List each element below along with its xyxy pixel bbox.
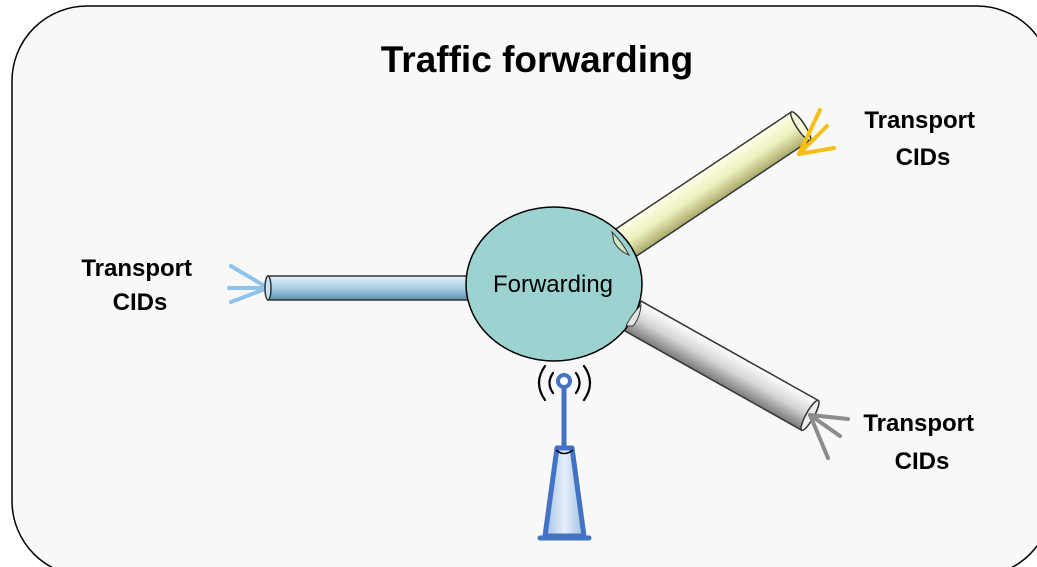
- left-label-line1: Transport: [81, 255, 192, 282]
- left-pipe: [264, 275, 472, 301]
- wireless-signal-icon: [537, 364, 592, 402]
- upper-right-fibers: [797, 108, 836, 156]
- base-station-tower-icon: [537, 373, 592, 541]
- upper-right-label-line1: Transport: [864, 107, 975, 134]
- forwarding-hub: [465, 206, 643, 362]
- upper-right-label-line2: CIDs: [896, 144, 951, 171]
- lower-right-label-line1: Transport: [863, 410, 974, 437]
- lower-right-label: Transport CIDs: [863, 410, 980, 475]
- hub-label: Forwarding: [493, 271, 613, 298]
- upper-pipe-mouth: [611, 230, 631, 256]
- left-fibers: [227, 264, 270, 304]
- left-label: Transport CIDs: [81, 255, 198, 316]
- lower-right-fibers: [808, 413, 850, 460]
- left-label-line2: CIDs: [113, 289, 168, 316]
- lower-pipe-mouth: [625, 303, 642, 327]
- diagram-title: Traffic forwarding: [381, 39, 693, 80]
- upper-right-label: Transport CIDs: [864, 107, 981, 171]
- lower-right-label-line2: CIDs: [895, 448, 950, 475]
